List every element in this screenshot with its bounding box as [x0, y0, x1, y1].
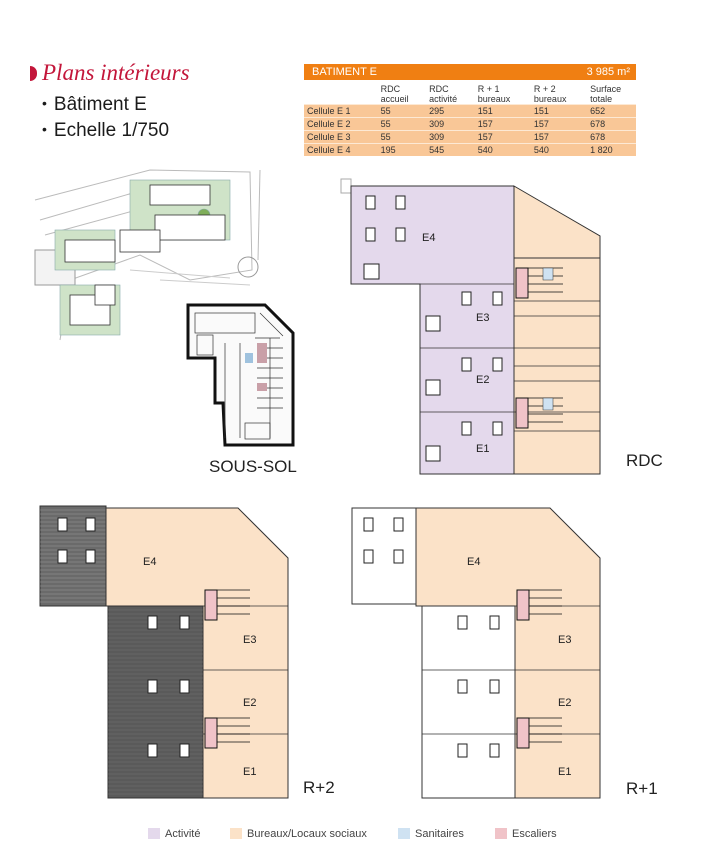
second-e2-label: E2 — [243, 697, 257, 709]
first-e4-label: E4 — [467, 556, 481, 568]
table-header-bar: BATIMENT E 3 985 m² — [304, 64, 636, 80]
second-floor-label: R+2 — [303, 778, 335, 797]
ground-e2-label: E2 — [476, 374, 490, 386]
site-plan — [34, 169, 261, 341]
ground-e3-label: E3 — [476, 312, 490, 324]
ground-e1-label: E1 — [476, 443, 490, 455]
legend-bureaux: Bureaux/Locaux sociaux — [230, 828, 367, 840]
bullet-building-text: Bâtiment E — [53, 94, 147, 115]
second-floor-plan — [39, 505, 289, 799]
legend-swatch — [148, 828, 160, 839]
bullet-scale: •Echelle 1/750 — [42, 120, 170, 141]
first-e1-label: E1 — [558, 766, 572, 778]
legend-swatch — [495, 828, 507, 839]
table-total: 3 985 m² — [586, 66, 630, 78]
second-e1-label: E1 — [243, 766, 257, 778]
first-e3-label: E3 — [558, 634, 572, 646]
bullet-scale-text: Echelle 1/750 — [53, 120, 170, 141]
legend-sanitaires: Sanitaires — [398, 828, 464, 840]
first-floor-plan — [351, 507, 601, 799]
ground-floor-plan — [340, 178, 601, 475]
legend-swatch — [398, 828, 410, 839]
page-title: Plans intérieurs — [42, 60, 190, 85]
legend-escaliers: Escaliers — [495, 828, 557, 840]
title-marker — [30, 66, 37, 81]
first-e2-label: E2 — [558, 697, 572, 709]
table-title: BATIMENT E — [312, 66, 377, 78]
ground-e4-label: E4 — [422, 232, 436, 244]
bullet-building: •Bâtiment E — [42, 94, 147, 115]
basement-plan — [186, 303, 295, 447]
legend-activite: Activité — [148, 828, 200, 840]
legend-swatch — [230, 828, 242, 839]
second-e3-label: E3 — [243, 634, 257, 646]
second-e4-label: E4 — [143, 556, 157, 568]
basement-label: SOUS-SOL — [209, 457, 297, 476]
first-floor-label: R+1 — [626, 779, 658, 798]
ground-floor-label: RDC — [626, 451, 663, 470]
